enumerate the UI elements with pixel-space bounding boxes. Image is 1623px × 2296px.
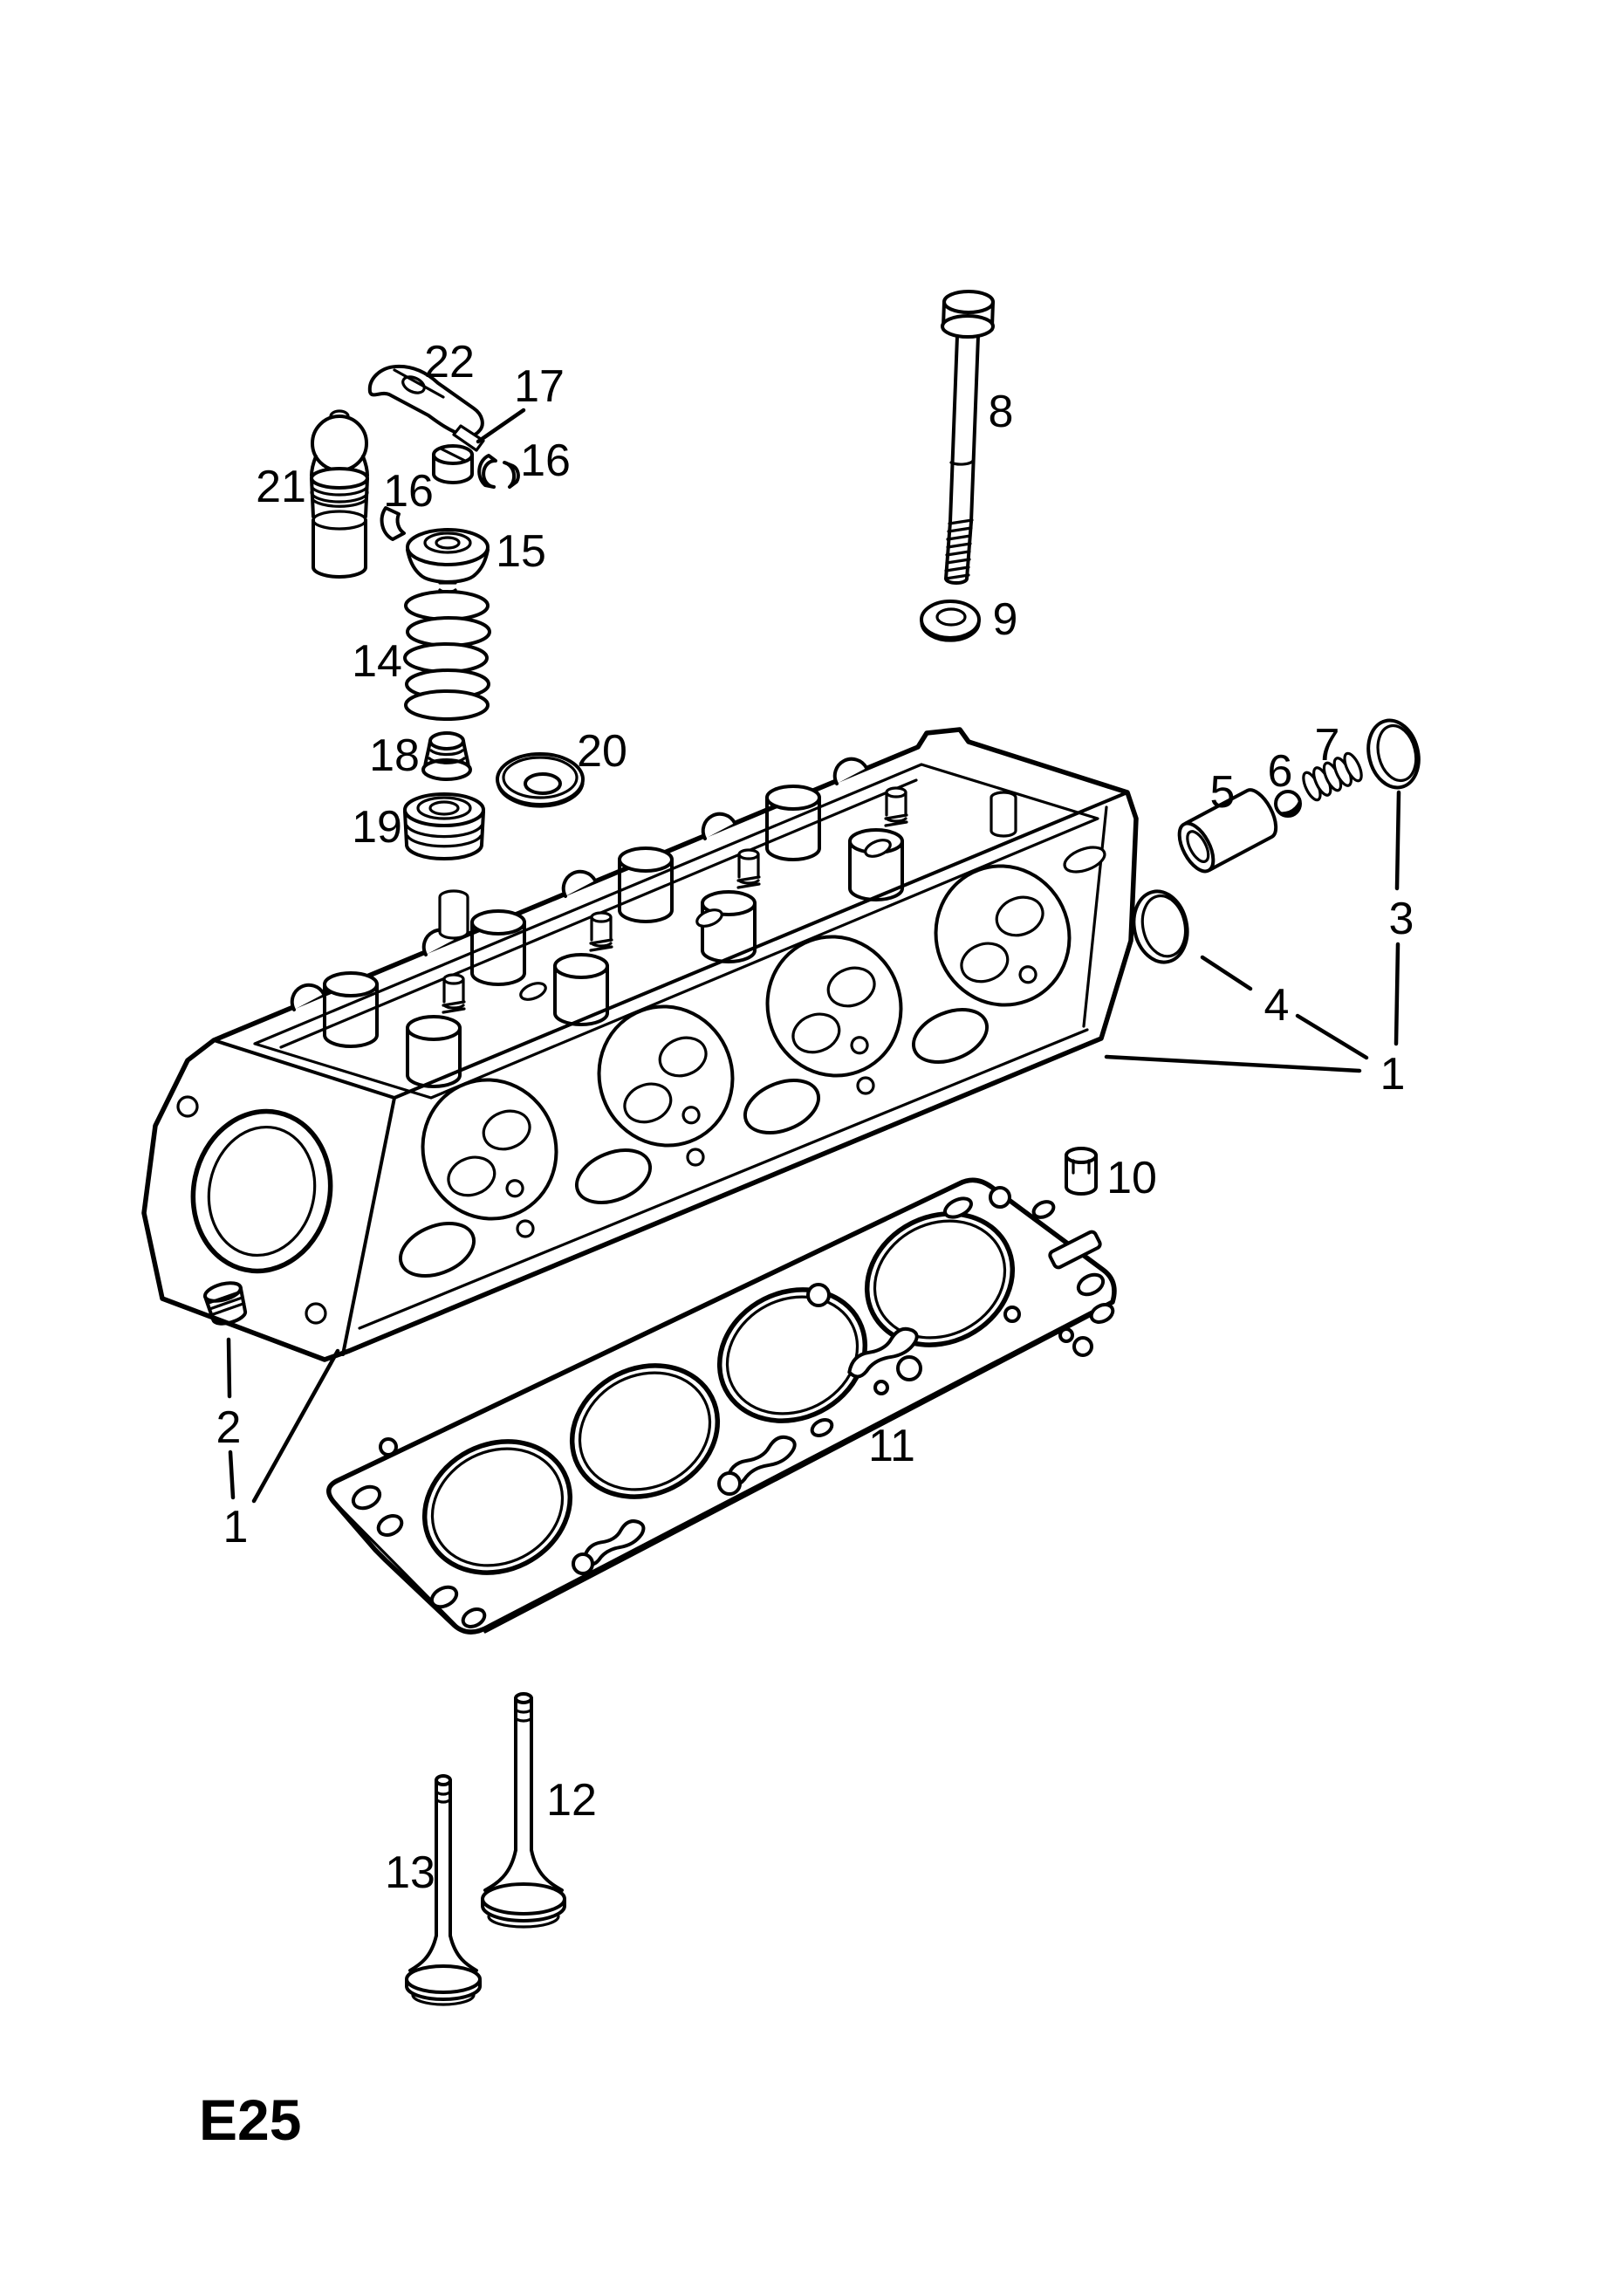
callout-17: 17 <box>514 361 565 412</box>
callout-10: 10 <box>1106 1153 1157 1203</box>
head-gasket-drawing <box>326 1177 1117 1635</box>
leader-line <box>251 1348 340 1504</box>
end-face-port <box>176 1095 333 1325</box>
leader-line <box>1200 955 1253 991</box>
callout-9: 9 <box>993 594 1018 645</box>
callout-11: 11 <box>868 1421 915 1471</box>
callout-4: 4 <box>1264 980 1290 1031</box>
callout-16-upper: 16 <box>520 435 571 486</box>
callout-5: 5 <box>1210 767 1236 818</box>
cup-plug-small-drawing <box>1366 718 1421 790</box>
valve-lifter-drawing <box>310 409 369 579</box>
collet-upper-drawing <box>477 454 520 489</box>
gasket-bores <box>421 1211 1016 1575</box>
callout-7: 7 <box>1315 720 1340 771</box>
front-ports <box>398 1008 990 1278</box>
intake-valve-drawing <box>481 1692 566 1929</box>
leader-line <box>476 408 526 444</box>
callout-22: 22 <box>424 337 475 387</box>
callout-15: 15 <box>496 526 546 577</box>
dowel-sleeve-drawing <box>1065 1147 1098 1196</box>
leader-line <box>1394 942 1400 1046</box>
head-bolt-holes <box>519 839 1106 1001</box>
callout-16-lower: 16 <box>383 466 434 517</box>
spring-retainer-drawing <box>406 528 490 593</box>
gasket-holes <box>351 1186 1115 1628</box>
stem-seal-drawing <box>421 731 472 781</box>
cylinder-head-drawing <box>141 727 1139 1362</box>
check-spring-drawing <box>1302 751 1363 802</box>
exhaust-valve-drawing <box>405 1774 482 2006</box>
seal-ring-drawing <box>496 752 585 808</box>
leader-line <box>1104 1054 1362 1073</box>
leader-line <box>1295 1013 1369 1060</box>
callout-2: 2 <box>216 1402 242 1453</box>
callout-19: 19 <box>352 802 402 853</box>
callout-20: 20 <box>577 726 627 777</box>
cup-plug-large-drawing <box>1132 889 1189 964</box>
leader-line <box>228 1450 236 1500</box>
bolt-threads <box>944 518 974 585</box>
lifter-bores <box>323 785 904 1088</box>
combustion-chambers <box>421 864 1072 1221</box>
rocker-arm-drawing <box>367 364 485 452</box>
callout-6: 6 <box>1268 746 1293 797</box>
valve-sleeve-drawing <box>1177 788 1278 874</box>
callout-14: 14 <box>352 636 402 687</box>
page-code: E25 <box>199 2087 301 2152</box>
threaded-plug-drawing <box>202 1281 248 1326</box>
collet-lower-drawing <box>380 506 406 541</box>
leader-line <box>1394 790 1401 891</box>
callout-1-left: 1 <box>223 1502 249 1552</box>
valve-adjusters <box>442 786 908 1014</box>
callout-21: 21 <box>256 462 306 512</box>
callout-13: 13 <box>385 1847 435 1898</box>
callout-12: 12 <box>546 1775 597 1826</box>
washer-drawing <box>920 600 981 642</box>
spring-cap-drawing <box>432 444 474 484</box>
leader-layer <box>226 408 1401 1504</box>
cylinder-head-bolt-drawing <box>941 290 995 585</box>
check-ball-drawing <box>1274 790 1302 818</box>
valve-spring-drawing <box>403 590 491 721</box>
lower-seal-drawing <box>403 792 485 860</box>
callout-3: 3 <box>1389 894 1414 944</box>
callout-8: 8 <box>989 387 1014 437</box>
callout-18: 18 <box>369 730 420 781</box>
deck-guide-pins <box>438 791 1017 940</box>
callout-1-right: 1 <box>1380 1049 1406 1100</box>
